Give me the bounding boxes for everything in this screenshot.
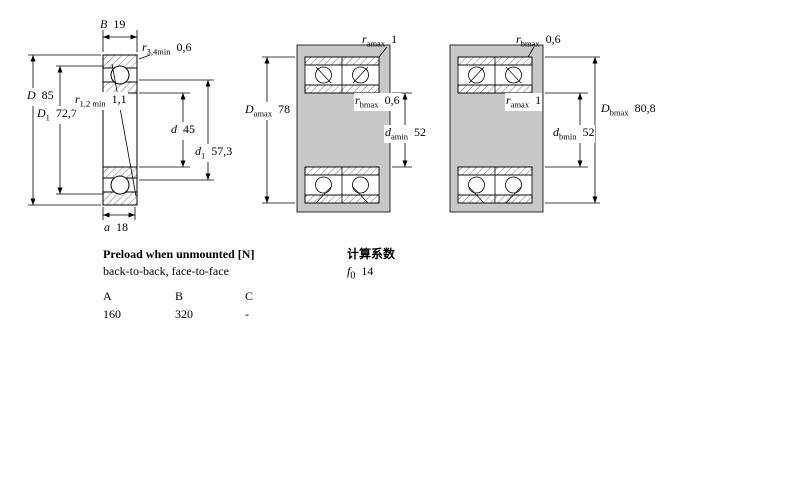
f0-value: 14	[361, 264, 374, 278]
dim-label-r34min: r3,4min 0,6	[142, 40, 192, 58]
dim-D1-subscript: 1	[45, 112, 50, 123]
dim-label-r-amax-top: ramax 1	[362, 32, 397, 50]
dim-B-value: 19	[113, 17, 126, 31]
ball-top	[110, 65, 130, 85]
left-dimension-lines	[28, 30, 214, 220]
dim-d1-subscript: 1	[201, 150, 206, 161]
dim-label-d: d 45	[170, 122, 196, 141]
dim-a-value: 18	[116, 220, 128, 234]
left-bearing-cross-section	[102, 54, 138, 206]
dim-Damax-symbol: D	[245, 102, 254, 116]
dim-B-symbol: B	[100, 17, 108, 31]
f0-subscript: 0	[350, 270, 356, 282]
dim-Damax-lines	[262, 56, 295, 204]
middle-arrangement-drawing	[296, 44, 391, 213]
dim-Dbmax-symbol: D	[601, 101, 610, 115]
dim-D-value: 85	[41, 88, 54, 102]
leader-r-bmax	[527, 46, 535, 58]
dim-ramax-value: 1	[535, 93, 542, 107]
dim-label-d1: d1 57,3	[194, 144, 234, 163]
ball	[505, 176, 522, 194]
dim-label-r-bmax-top: rbmax 0,6	[516, 32, 561, 50]
dim-d1-value: 57,3	[211, 144, 233, 158]
dim-ramaxtop-symbol: r	[362, 32, 367, 46]
dim-a-symbol: a	[104, 220, 110, 234]
dim-label-D1: D1 72,7	[36, 106, 78, 125]
dim-label-D-amax: Damax 78	[244, 102, 292, 121]
dim-rbmax-symbol: r	[355, 93, 360, 107]
leader-r34	[138, 54, 151, 60]
dim-D-lines	[28, 54, 101, 206]
calc-factors-title: 计算系数	[347, 247, 396, 261]
preload-col-header-a: A	[103, 289, 112, 303]
dim-Dbmax-value: 80,8	[634, 101, 656, 115]
dim-B-lines	[102, 30, 138, 52]
dim-label-r-amax: ramax 1	[505, 93, 543, 112]
dim-label-a: a 18	[104, 220, 128, 238]
dim-D1-symbol: D	[37, 106, 46, 120]
dim-ramaxtop-value: 1	[391, 32, 398, 46]
preload-value-b: 320	[175, 307, 193, 321]
leader-r-amax	[378, 46, 388, 58]
dim-damin-subscript: amin	[391, 131, 408, 142]
dim-D-symbol: D	[27, 88, 36, 102]
dim-D1-lines	[56, 65, 103, 195]
dim-rbmax-value: 0,6	[384, 93, 400, 107]
dim-label-r-bmax: rbmax 0,6	[354, 93, 401, 112]
dim-Dbmax-subscript: bmax	[609, 107, 629, 118]
dim-d-symbol: d	[171, 122, 177, 136]
dim-Damax-value: 78	[278, 102, 291, 116]
preload-col-header-c: C	[245, 289, 254, 303]
dim-label-B: B 19	[100, 17, 125, 35]
dim-rbmaxtop-symbol: r	[516, 32, 521, 46]
preload-subtitle: back-to-back, face-to-face	[103, 264, 229, 278]
ball	[352, 176, 369, 194]
ball	[468, 176, 485, 194]
preload-col-header-b: B	[175, 289, 184, 303]
dim-label-d-amin: damin 52	[384, 125, 427, 144]
dim-r34-value: 0,6	[176, 40, 192, 54]
dim-r34-symbol: r	[142, 40, 147, 54]
dim-damin-value: 52	[414, 125, 426, 139]
dim-dbmin-value: 52	[582, 125, 595, 139]
dim-rbmaxtop-subscript: bmax	[520, 38, 540, 49]
dim-r34-subscript: 3,4min	[146, 46, 171, 57]
contact-angle-line	[111, 63, 137, 197]
f0-symbol: f	[347, 264, 351, 278]
dim-d1-lines	[139, 79, 214, 181]
dim-ramax-subscript: amax	[510, 99, 530, 110]
dim-d-value: 45	[183, 122, 195, 136]
right-arrangement-drawing	[449, 44, 544, 213]
preload-value-a: 160	[103, 307, 121, 321]
dim-label-d-bmin: dbmin 52	[552, 125, 596, 144]
preload-value-c: -	[245, 307, 249, 321]
dim-dbmin-subscript: bmin	[559, 131, 577, 142]
dim-r12-subscript: 1,2 min	[79, 98, 106, 109]
dim-r12-value: 1,1	[111, 92, 127, 106]
dim-r12-symbol: r	[75, 92, 80, 106]
dim-d1-symbol: d	[195, 144, 201, 158]
preload-title: Preload when unmounted [N]	[103, 247, 255, 261]
dim-D1-value: 72,7	[55, 106, 77, 120]
dim-label-r12min: r1,2 min 1,1	[74, 92, 128, 111]
dim-damin-symbol: d	[385, 125, 391, 139]
dim-rbmax-subscript: bmax	[359, 99, 379, 110]
dim-a-lines	[102, 207, 136, 220]
dim-ramax-symbol: r	[506, 93, 511, 107]
dim-dbmin-symbol: d	[553, 125, 559, 139]
dim-rbmaxtop-value: 0,6	[545, 32, 561, 46]
dim-Damax-subscript: amax	[253, 108, 273, 119]
calc-f0: f0 14	[347, 264, 373, 283]
ball	[315, 176, 332, 194]
dim-label-D: D 85	[26, 88, 55, 107]
dim-label-D-bmax: Dbmax 80,8	[601, 101, 656, 119]
dim-ramaxtop-subscript: amax	[366, 38, 386, 49]
ball-bottom	[110, 175, 130, 195]
